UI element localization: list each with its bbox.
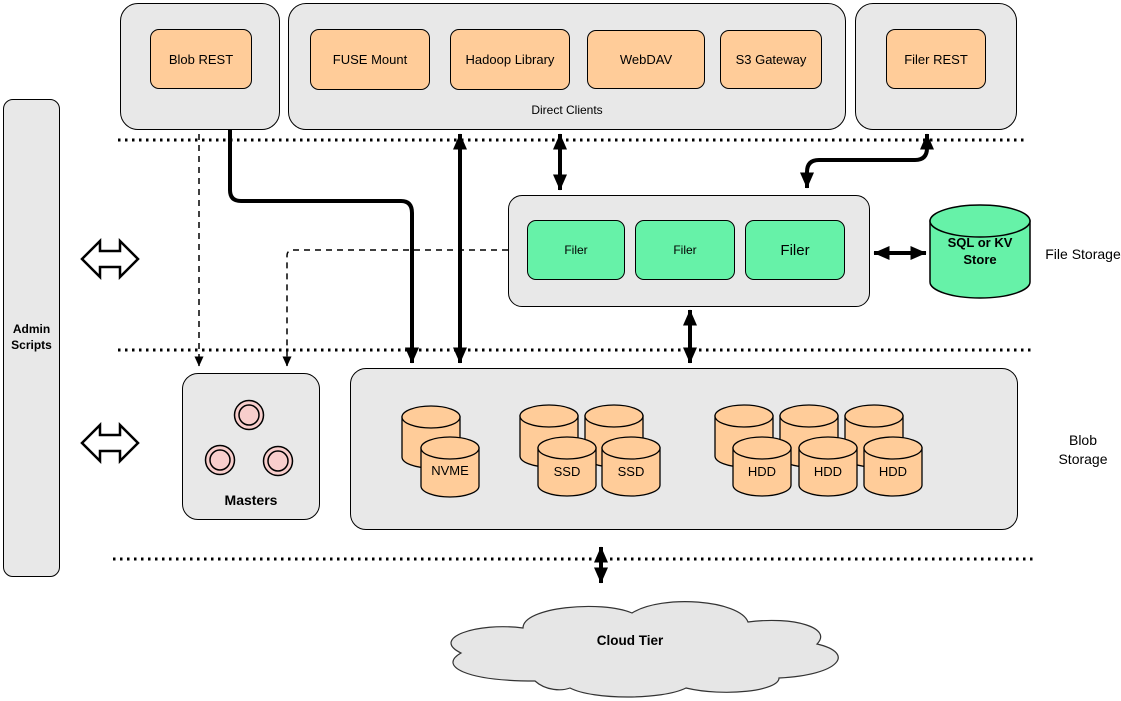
file-storage-side-label: File Storage: [1045, 245, 1121, 262]
webdav-label: WebDAV: [619, 52, 673, 67]
admin-scripts-label: Admin Scripts: [11, 322, 52, 352]
cylinder-top: [929, 204, 1031, 238]
admin-scripts-bar: Admin Scripts: [3, 99, 60, 577]
s3-gateway-box: S3 Gateway: [720, 30, 822, 89]
sql-kv-store-label: SQL or KV Store: [947, 235, 1013, 267]
s3-gateway-label: S3 Gateway: [735, 52, 807, 67]
cylinder-body: [929, 220, 1031, 299]
admin-blob-tier-double-arrow-icon: [80, 421, 140, 465]
sql-kv-store-cylinder: [929, 204, 1031, 299]
blob-storage-side-label: Blob Storage: [1058, 432, 1108, 467]
direct-clients-caption: Direct Clients: [531, 103, 603, 117]
cloud-tier-shape: [450, 601, 839, 698]
filer-rest-to-filer-arrow: [800, 133, 934, 189]
blob-storage-group: [350, 368, 1018, 530]
blob-rest-to-blob-arrow: [228, 130, 419, 364]
masters-label: Masters: [224, 492, 278, 508]
blob-rest-label: Blob REST: [168, 51, 234, 67]
admin-file-tier-double-arrow-icon: [80, 237, 140, 281]
filer-to-masters-dashed-arrow: [282, 249, 508, 367]
filer-label-2: Filer: [673, 243, 697, 257]
filer-box-1: Filer: [527, 220, 625, 280]
hadoop-library-box: Hadoop Library: [450, 29, 570, 90]
hadoop-library-label: Hadoop Library: [465, 52, 555, 67]
fuse-mount-label: FUSE Mount: [332, 52, 408, 67]
filer-box-2: Filer: [635, 220, 735, 280]
filer-box-3: Filer: [745, 220, 845, 280]
filer-label-3: Filer: [780, 241, 810, 259]
cloud-tier-label: Cloud Tier: [596, 632, 664, 648]
filer-rest-label: Filer REST: [904, 51, 968, 67]
blob-rest-box: Blob REST: [150, 29, 252, 89]
fuse-mount-box: FUSE Mount: [310, 29, 430, 90]
webdav-box: WebDAV: [587, 30, 705, 89]
filer-label-1: Filer: [564, 243, 588, 257]
filer-rest-box: Filer REST: [886, 29, 986, 89]
